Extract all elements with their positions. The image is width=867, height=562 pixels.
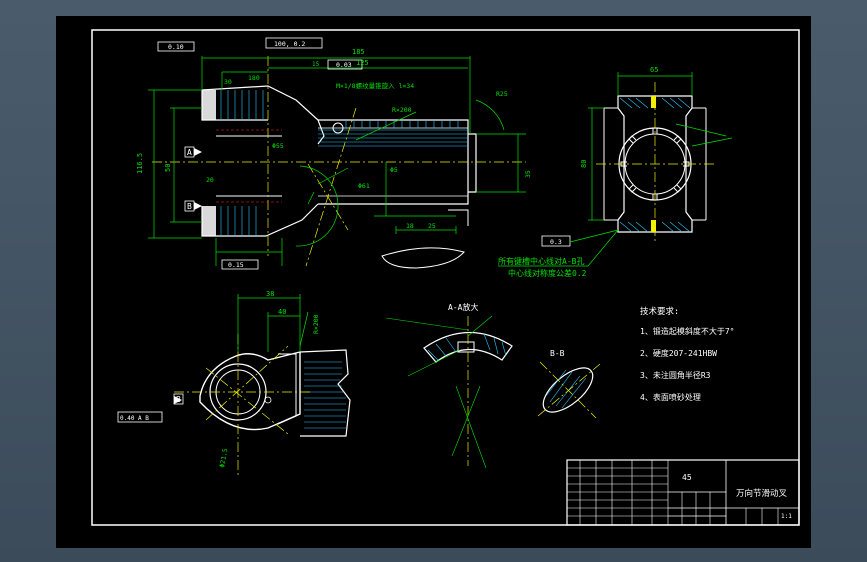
dim-18: 18: [406, 222, 414, 230]
dim-r200b: R×200: [312, 314, 320, 334]
drawing-sheet: A B 0.10 100, 0.2 0.03 185 125 15 M×1/8螺…: [56, 16, 811, 548]
dim-61: Φ61: [358, 182, 370, 190]
dim-116: 116.5: [136, 153, 144, 174]
scale-label: 1:1: [781, 513, 792, 520]
dim-38: 38: [266, 290, 274, 298]
dim-5: Φ5: [390, 166, 398, 174]
dim-25: 25: [428, 222, 436, 230]
part-name-label: 万向节滑动叉: [736, 488, 788, 499]
dim-15: 15: [312, 61, 320, 68]
dim-125: 125: [356, 59, 369, 67]
material-label: 45: [682, 473, 692, 482]
tech-item-3: 3、未注圆角半径R3: [640, 370, 711, 380]
dim-30: 30: [224, 78, 232, 86]
section-b-b: B-B: [537, 349, 601, 419]
tech-item-2: 2、硬度207-241HBW: [640, 348, 717, 358]
side-view: 65 80 0.3: [541, 66, 733, 247]
dim-185: 185: [352, 48, 365, 56]
section-aa-title: A-A放大: [448, 302, 478, 312]
main-view: A B 0.10 100, 0.2 0.03 185 125 15 M×1/8螺…: [136, 37, 532, 270]
tech-item-1: 1、锻造起模斜度不大于7°: [640, 326, 734, 336]
thread-note: M×1/8螺纹量锥旋入 l=34: [336, 81, 414, 90]
dim-65: 65: [650, 66, 658, 74]
tolerance-right: 0.3: [550, 238, 562, 246]
datum-a-label: A: [187, 148, 192, 157]
dim-180: 180: [248, 74, 260, 82]
parallel-tolerance-top: 0.03: [336, 61, 352, 69]
tech-item-4: 4、表面喷砂处理: [640, 392, 701, 402]
dim-55: Φ55: [272, 142, 284, 150]
dim-r200: R×200: [392, 106, 412, 114]
flatness-tolerance: 0.10: [168, 43, 184, 51]
datum-b-label: B: [187, 202, 192, 211]
datum-d-label: B: [176, 395, 181, 404]
tech-title: 技术要求:: [640, 306, 679, 317]
spline-note: 所有键槽中心线对A-B孔: [498, 256, 584, 266]
bottom-view: B 38 40 R×200 Φ21.5 0.40 A B: [117, 290, 351, 476]
dim-50: 50: [164, 164, 172, 172]
section-bb-title: B-B: [550, 349, 565, 358]
tech-requirements: 技术要求: 1、锻造起模斜度不大于7° 2、硬度207-241HBW 3、未注圆…: [640, 306, 734, 402]
dim-35: 35: [524, 170, 532, 178]
dim-80: 80: [580, 160, 588, 168]
dim-21: Φ21.5: [218, 448, 229, 469]
tolerance-bottom: 0.15: [228, 261, 244, 269]
drawing-canvas: A B 0.10 100, 0.2 0.03 185 125 15 M×1/8螺…: [91, 29, 800, 526]
dim-r25: R25: [496, 90, 508, 98]
tolerance-left: 0.40 A B: [120, 415, 149, 422]
section-a-a: A-A放大: [385, 302, 513, 469]
perp-tolerance-top: 100, 0.2: [274, 40, 305, 48]
section-sketch: 18 25: [381, 209, 469, 269]
dim-20: 20: [206, 176, 214, 184]
spline-note-2: 中心线对称度公差0.2: [508, 268, 587, 278]
inner-frame: [91, 29, 800, 526]
title-block: 45 万向节滑动叉 1:1: [566, 459, 800, 526]
dim-40: 40: [278, 308, 286, 316]
